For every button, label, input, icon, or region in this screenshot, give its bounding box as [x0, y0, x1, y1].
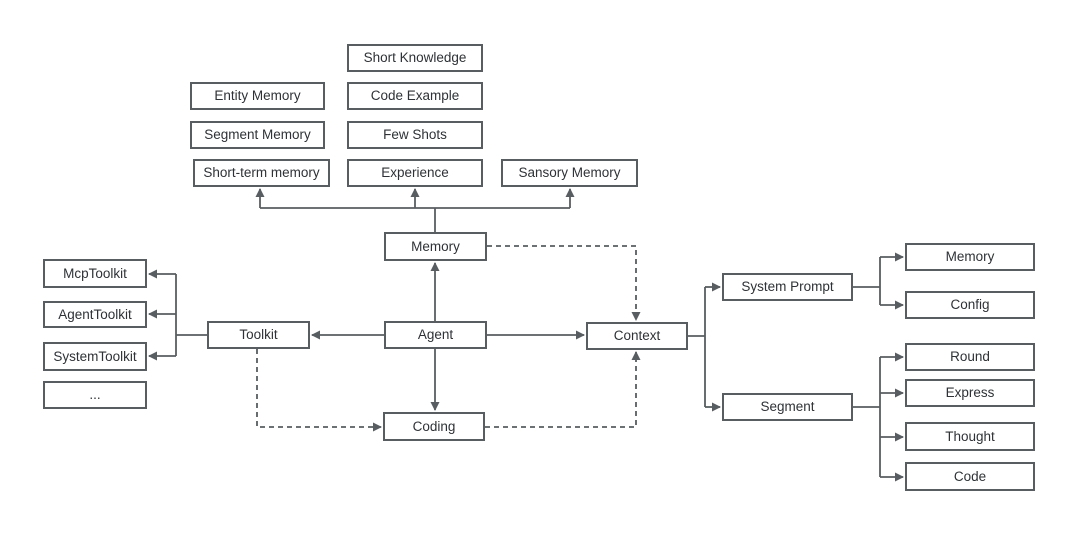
node-label: Experience [381, 165, 449, 181]
node-short-knowledge: Short Knowledge [347, 44, 483, 72]
node-round: Round [905, 343, 1035, 371]
edge-coding-context-dashed [485, 351, 641, 428]
node-coding: Coding [383, 412, 485, 441]
node-short-term-memory: Short-term memory [193, 159, 330, 187]
node-label: AgentToolkit [58, 306, 132, 322]
node-label: SystemToolkit [53, 348, 137, 364]
node-label: Few Shots [383, 127, 447, 143]
node-label: McpToolkit [63, 265, 127, 281]
node-label: Segment Memory [204, 127, 311, 143]
node-segment: Segment [722, 393, 853, 421]
node-label: Thought [945, 428, 995, 444]
edge-memory-context-dashed [487, 245, 641, 321]
node-label: Round [950, 349, 990, 365]
node-system-prompt: System Prompt [722, 273, 853, 301]
node-mcp-toolkit: McpToolkit [43, 259, 147, 288]
node-system-toolkit: SystemToolkit [43, 342, 147, 371]
node-label: Coding [412, 418, 456, 434]
node-label: Express [945, 385, 995, 401]
node-label: Config [950, 297, 990, 313]
node-code-example: Code Example [347, 82, 483, 110]
node-code: Code [905, 462, 1035, 491]
node-label: Context [613, 328, 661, 344]
node-context: Context [586, 322, 688, 350]
node-label: Short Knowledge [363, 50, 467, 66]
edge-toolkit-coding-dashed [256, 349, 382, 432]
node-config: Config [905, 291, 1035, 319]
node-sansory-memory: Sansory Memory [501, 159, 638, 187]
node-segment-memory: Segment Memory [190, 121, 325, 149]
node-few-shots: Few Shots [347, 121, 483, 149]
node-more-toolkits: ... [43, 381, 147, 409]
node-label: System Prompt [741, 279, 834, 295]
node-label: Toolkit [239, 327, 278, 343]
node-label: Short-term memory [203, 165, 320, 181]
node-label: Entity Memory [214, 88, 301, 104]
node-label: Sansory Memory [518, 165, 621, 181]
node-agent-toolkit: AgentToolkit [43, 301, 147, 328]
node-agent: Agent [384, 321, 487, 349]
node-thought: Thought [905, 422, 1035, 451]
node-toolkit: Toolkit [207, 321, 310, 349]
node-context-memory: Memory [905, 243, 1035, 271]
node-label: Code Example [370, 88, 460, 104]
node-entity-memory: Entity Memory [190, 82, 325, 110]
node-label: ... [89, 387, 101, 403]
node-label: Code [953, 468, 987, 484]
node-label: Segment [760, 399, 815, 415]
node-memory-hub: Memory [384, 232, 487, 261]
node-express: Express [905, 379, 1035, 407]
node-label: Memory [945, 249, 995, 265]
node-label: Agent [417, 327, 454, 343]
node-experience: Experience [347, 159, 483, 187]
node-label: Memory [411, 238, 460, 254]
